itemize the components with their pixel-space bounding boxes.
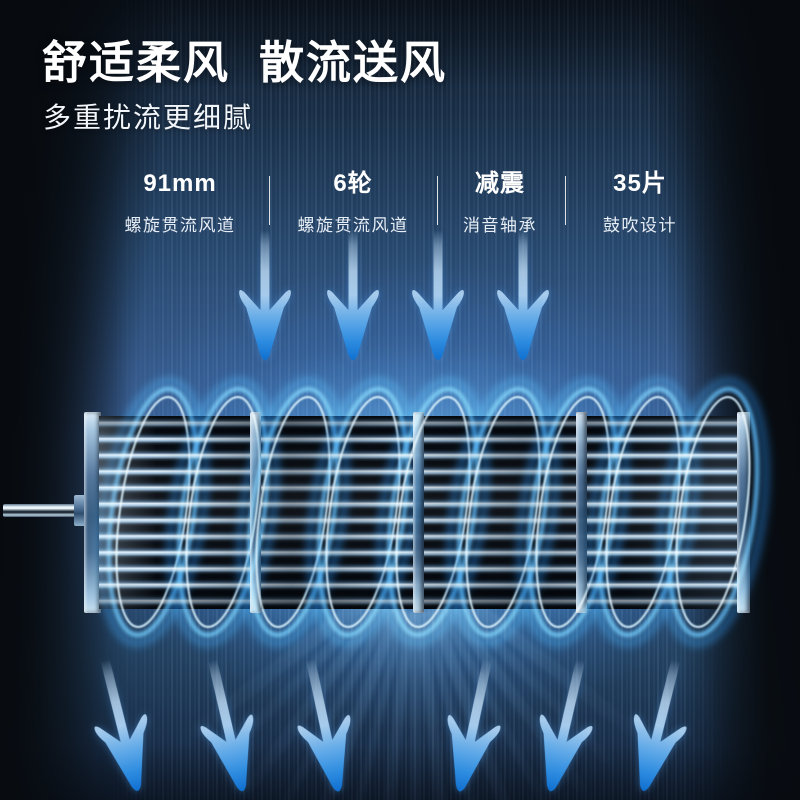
spec-label: 螺旋贯流风道 (124, 216, 236, 235)
spec-value: 91mm (143, 170, 217, 197)
spec-item-wheel-count: 6轮 螺旋贯流风道 (263, 170, 443, 236)
fan-hub (74, 495, 86, 526)
spec-label: 消音轴承 (463, 216, 537, 235)
fan-divider-ring (413, 412, 424, 613)
spec-label: 螺旋贯流风道 (297, 216, 409, 235)
spec-value: 35片 (613, 170, 667, 197)
fan-divider-ring (250, 412, 261, 613)
fan-divider-ring (576, 412, 587, 613)
spec-divider (269, 176, 270, 225)
spec-value: 减震 (475, 170, 525, 197)
spec-item-blade-count: 35片 鼓吹设计 (550, 170, 730, 236)
page-subtitle: 多重扰流更细腻 (43, 102, 254, 133)
spec-divider (565, 176, 566, 225)
header: 舒适柔风 散流送风 多重扰流更细腻 (42, 36, 447, 134)
fan-shaft (3, 504, 81, 517)
page-title: 舒适柔风 散流送风 (42, 37, 448, 88)
spec-item-damping: 减震 消音轴承 (410, 170, 590, 236)
spec-item-fan-diameter: 91mm 螺旋贯流风道 (90, 170, 270, 236)
spec-divider (437, 176, 438, 225)
spec-value: 6轮 (333, 170, 373, 197)
fan-end-cap-right (737, 412, 750, 613)
spec-label: 鼓吹设计 (603, 216, 677, 235)
